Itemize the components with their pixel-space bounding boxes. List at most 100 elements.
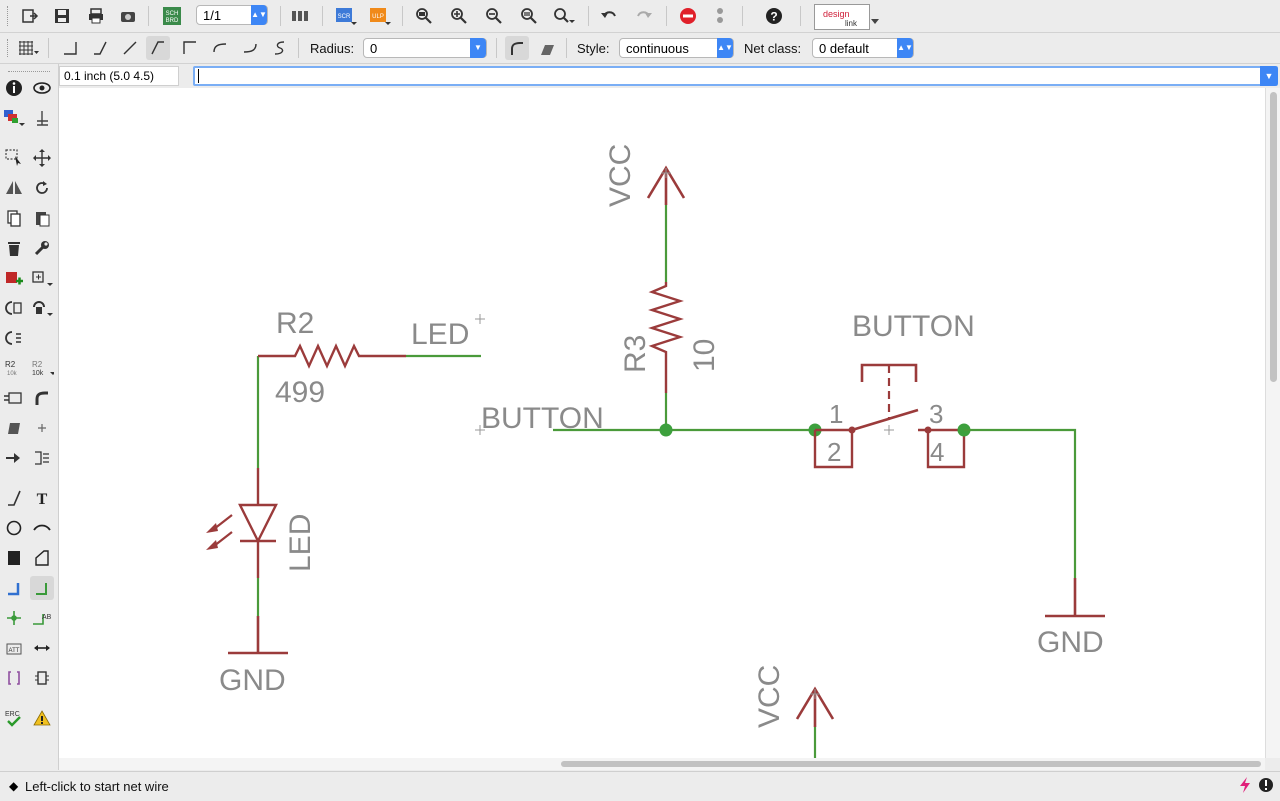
split-icon[interactable]	[2, 416, 26, 440]
label-icon[interactable]: AB	[30, 606, 54, 630]
help-icon[interactable]: ?	[762, 4, 786, 28]
zoom-select-icon[interactable]	[552, 4, 576, 28]
schematic-canvas[interactable]: R2 499 LED LED GND VCC R3 10	[59, 88, 1265, 758]
gnd-symbol-right[interactable]	[1045, 578, 1105, 618]
warning-icon[interactable]	[30, 706, 54, 730]
led-symbol[interactable]	[206, 468, 278, 578]
chevron-down-icon[interactable]	[870, 14, 880, 29]
junction-icon[interactable]	[2, 606, 26, 630]
brd-label: BRD	[166, 18, 179, 24]
vertical-scrollbar[interactable]	[1265, 88, 1280, 758]
pin-2-label: 2	[827, 437, 841, 467]
wrench-icon[interactable]	[30, 236, 54, 260]
miter-straight-icon[interactable]	[535, 36, 559, 60]
radius-select[interactable]: 0 ▼	[363, 38, 487, 58]
chevron-down-icon[interactable]: ▼	[1260, 66, 1278, 86]
rectangle-icon[interactable]	[2, 546, 26, 570]
miter-icon[interactable]	[30, 386, 54, 410]
arc-icon[interactable]	[30, 516, 54, 540]
circle-icon[interactable]	[2, 516, 26, 540]
dimension-icon[interactable]	[30, 636, 54, 660]
switch-button[interactable]	[813, 363, 966, 469]
stop-small-icon[interactable]	[1258, 776, 1274, 797]
stop-icon[interactable]	[676, 4, 700, 28]
bend-arc-alt-icon[interactable]	[238, 36, 262, 60]
toolbar-grip[interactable]	[8, 71, 50, 72]
lightning-icon[interactable]	[1238, 776, 1252, 797]
info-icon[interactable]	[2, 76, 26, 100]
redo-icon[interactable]	[632, 4, 656, 28]
gate-swap-icon[interactable]	[30, 296, 54, 320]
smash-icon[interactable]	[2, 386, 26, 410]
horizontal-scrollbar[interactable]	[59, 758, 1265, 770]
frame-icon[interactable]	[2, 666, 26, 690]
bend-arc-icon[interactable]	[208, 36, 232, 60]
polygon-icon[interactable]	[30, 546, 54, 570]
optimize-icon[interactable]	[30, 416, 54, 440]
bus-draw-icon[interactable]	[2, 576, 26, 600]
move-icon[interactable]	[30, 146, 54, 170]
eye-icon[interactable]	[30, 76, 54, 100]
bend-90-alt-icon[interactable]	[178, 36, 202, 60]
group-select-icon[interactable]	[2, 146, 26, 170]
copy-icon[interactable]	[2, 206, 26, 230]
design-link-button[interactable]: design link	[814, 4, 870, 30]
toolbar-grip[interactable]	[7, 39, 10, 57]
cam-icon[interactable]	[116, 4, 140, 28]
junction-dot[interactable]	[659, 423, 673, 437]
print-icon[interactable]	[84, 4, 108, 28]
module-icon[interactable]	[30, 666, 54, 690]
resistor-r2[interactable]	[258, 343, 406, 369]
text-icon[interactable]: T	[30, 486, 54, 510]
ulp-icon[interactable]: ULP	[368, 4, 392, 28]
columns-icon[interactable]	[288, 4, 312, 28]
paste-icon[interactable]	[30, 206, 54, 230]
mirror-icon[interactable]	[2, 176, 26, 200]
toolbar-grip[interactable]	[7, 6, 10, 26]
command-input[interactable]: ▼	[193, 66, 1278, 86]
layers-icon[interactable]	[2, 106, 26, 130]
net-wires-left[interactable]	[256, 354, 481, 616]
route-icon[interactable]	[2, 446, 26, 470]
attribute-icon[interactable]: ATT	[2, 636, 26, 660]
delete-icon[interactable]	[2, 236, 26, 260]
grid-icon[interactable]	[16, 36, 40, 60]
miter-round-icon[interactable]	[505, 36, 529, 60]
vcc-top-label: VCC	[604, 144, 637, 207]
mark-icon[interactable]	[30, 106, 54, 130]
bend-45-icon[interactable]	[88, 36, 112, 60]
zoom-out-icon[interactable]	[482, 4, 506, 28]
bend-straight-icon[interactable]	[118, 36, 142, 60]
wire-icon[interactable]	[2, 486, 26, 510]
zoom-redraw-icon[interactable]	[517, 4, 541, 28]
net-draw-icon[interactable]	[30, 576, 54, 600]
rotate-icon[interactable]	[30, 176, 54, 200]
horizontal-scroll-thumb[interactable]	[561, 761, 1261, 767]
zoom-in-icon[interactable]	[447, 4, 471, 28]
zoom-fit-icon[interactable]	[412, 4, 436, 28]
go-icon[interactable]	[708, 4, 732, 28]
gnd-symbol-left[interactable]	[228, 616, 288, 655]
bend-45-alt-icon[interactable]	[146, 36, 170, 60]
vertical-scroll-thumb[interactable]	[1270, 92, 1277, 382]
netclass-select[interactable]: 0 default ▲▼	[812, 38, 914, 58]
pin-swap-icon[interactable]	[2, 326, 26, 350]
style-select[interactable]: continuous ▲▼	[619, 38, 734, 58]
add-part-icon[interactable]	[2, 266, 26, 290]
net-wire-gnd[interactable]	[964, 428, 1077, 578]
resistor-r3[interactable]	[648, 282, 684, 393]
sheet-select[interactable]: 1/1 ▲▼	[196, 5, 268, 25]
open-icon[interactable]	[18, 4, 42, 28]
invoke-icon[interactable]	[2, 296, 26, 320]
bend-90-icon[interactable]	[58, 36, 82, 60]
erc-icon[interactable]: ERC	[2, 706, 26, 730]
undo-icon[interactable]	[597, 4, 621, 28]
scr-icon[interactable]: SCR	[334, 4, 358, 28]
bus-icon[interactable]	[30, 446, 54, 470]
save-icon[interactable]	[50, 4, 74, 28]
bend-freehand-icon[interactable]	[268, 36, 292, 60]
replace-icon[interactable]	[30, 266, 54, 290]
